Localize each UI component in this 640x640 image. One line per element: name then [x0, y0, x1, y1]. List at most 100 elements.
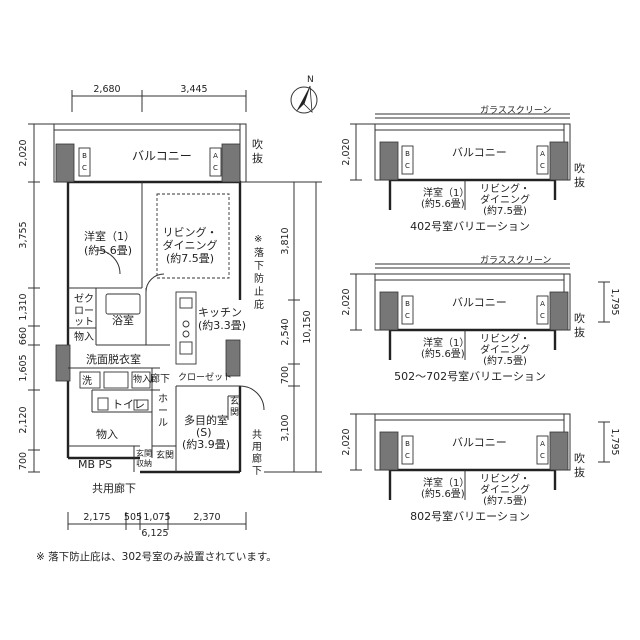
- balcony-label: バルコニー: [452, 146, 507, 159]
- storage1-label: 物入: [74, 330, 94, 343]
- variation-title: 502〜702号室バリエーション: [394, 369, 546, 383]
- left-dim-1: 2,020: [18, 139, 29, 166]
- living-name1: リビング・: [480, 472, 530, 485]
- variation-dim-1: 2,020: [341, 138, 352, 165]
- variation-plan-2: ガラススクリーンBCACバルコニー洋室（1）(約5.6畳)リビング・ダイニング(…: [341, 255, 620, 383]
- variation-dim-2: 1,795: [609, 428, 620, 455]
- western1-size: (約5.6畳): [421, 487, 465, 500]
- footnote: ※ 落下防止庇は、302号室のみ設置されています。: [36, 550, 277, 563]
- living-name1: リビング・: [480, 332, 530, 345]
- bottom-dim-3: 1,075: [143, 512, 170, 523]
- variations: ガラススクリーンBCACバルコニー洋室（1）(約5.6畳)リビング・ダイニング(…: [341, 105, 620, 523]
- marker-c2: C: [213, 164, 218, 172]
- marker-c: C: [405, 162, 410, 170]
- right-dim-4: 3,100: [280, 414, 291, 441]
- storage3-label: 物入: [96, 427, 118, 441]
- western1-name: 洋室（1）: [423, 476, 469, 489]
- marker-c: C: [405, 312, 410, 320]
- washroom-label: 洗面脱衣室: [86, 352, 141, 366]
- right-dim-3: 700: [280, 366, 291, 384]
- variation-title: 802号室バリエーション: [410, 509, 530, 523]
- living-size: (約7.5畳): [166, 251, 214, 265]
- closet-1: ゼク: [74, 293, 94, 305]
- western1-size: (約5.6畳): [421, 197, 465, 210]
- variation-dim-1: 2,020: [341, 428, 352, 455]
- marker-c2: C: [540, 162, 545, 170]
- bottom-dim-2: 505: [124, 512, 142, 523]
- kitchen-name: キッチン: [198, 306, 242, 319]
- variation-dim-2: 1,795: [609, 288, 620, 315]
- living-name2: ダイニング: [480, 193, 530, 206]
- marker-c: C: [82, 164, 87, 172]
- left-dim-6: 2,120: [18, 406, 29, 433]
- variation-plan-1: ガラススクリーンBCACバルコニー洋室（1）(約5.6畳)リビング・ダイニング(…: [341, 105, 585, 233]
- bottom-dim-4: 2,370: [193, 512, 220, 523]
- glass-screen-label: ガラススクリーン: [480, 105, 551, 116]
- fukinuke-label: 吹 抜: [252, 138, 267, 165]
- balcony-label: バルコニー: [452, 296, 507, 309]
- living-size: (約7.5畳): [483, 494, 527, 507]
- left-dim-7: 700: [18, 452, 29, 470]
- left-dim-4: 660: [18, 327, 29, 345]
- north-label: N: [307, 75, 314, 85]
- bath-label: 浴室: [112, 313, 134, 327]
- living-name2: ダイニング: [163, 238, 218, 252]
- right-dim-total: 10,150: [302, 310, 313, 343]
- marker-b: B: [82, 152, 87, 160]
- fukinuke-1: 吹: [252, 138, 263, 151]
- fukinuke-2: 抜: [252, 151, 263, 165]
- marker-b: B: [405, 150, 410, 158]
- multi-size: (約3.9畳): [182, 437, 230, 451]
- western1-size: (約5.6畳): [84, 243, 132, 257]
- left-dim-2: 3,755: [18, 221, 29, 248]
- top-dim-1: 2,680: [93, 84, 120, 95]
- living-size: (約7.5畳): [483, 354, 527, 367]
- rakka-note: ※ 落 下 防 止 庇: [254, 234, 267, 311]
- variation-plan-3: BCACバルコニー洋室（1）(約5.6畳)リビング・ダイニング(約7.5畳)吹抜…: [341, 413, 620, 523]
- marker-c2: C: [540, 312, 545, 320]
- genkan-storage2: 収納: [136, 458, 152, 468]
- living-name1: リビング・: [480, 182, 530, 195]
- toilet-label: トイレ: [112, 398, 145, 411]
- genkan-label: 玄 関: [230, 395, 242, 418]
- right-dim-1: 3,810: [280, 227, 291, 254]
- western1-name: 洋室（1）: [84, 229, 135, 243]
- glass-screen-label: ガラススクリーン: [480, 255, 551, 266]
- closet2-label: クローゼット: [178, 371, 232, 383]
- multi-s: (S): [196, 426, 212, 439]
- left-dim-3: 1,310: [18, 293, 29, 320]
- common-corridor: 共用廊下: [92, 481, 136, 495]
- marker-b: B: [405, 440, 410, 448]
- variation-title: 402号室バリエーション: [410, 219, 530, 233]
- closet-2: ロー: [74, 306, 94, 317]
- western1-size: (約5.6畳): [421, 347, 465, 360]
- right-dim-2: 2,540: [280, 318, 291, 345]
- top-dim-2: 3,445: [180, 84, 207, 95]
- main-plan: 2,680 3,445 B C A C: [18, 84, 322, 539]
- western1-name: 洋室（1）: [423, 336, 469, 349]
- hall-label: ホ ー ル: [158, 393, 171, 429]
- north-arrow-icon: N: [290, 75, 318, 114]
- marker-c2: C: [540, 452, 545, 460]
- marker-c: C: [405, 452, 410, 460]
- fukinuke-label: 吹抜: [574, 312, 585, 339]
- variation-dim-1: 2,020: [341, 288, 352, 315]
- multi-name: 多目的室: [184, 413, 228, 427]
- kitchen-size: (約3.3畳): [198, 318, 246, 332]
- balcony-label: バルコニー: [132, 149, 192, 163]
- genkan2-label: 玄関: [156, 449, 174, 461]
- marker-b: B: [405, 300, 410, 308]
- marker-a: A: [540, 440, 545, 448]
- balcony-label: バルコニー: [452, 436, 507, 449]
- bottom-dim-total: 6,125: [141, 528, 168, 539]
- mbps-label: MB PS: [78, 458, 112, 471]
- marker-a: A: [540, 300, 545, 308]
- wash-label: 洗: [82, 375, 92, 387]
- marker-a: A: [213, 152, 218, 160]
- fukinuke-label: 吹抜: [574, 162, 585, 189]
- bottom-dim-1: 2,175: [83, 512, 110, 523]
- hallway-label: 廊下: [150, 372, 170, 385]
- genkan-storage1: 玄関: [136, 448, 152, 458]
- closet-3: ット: [74, 317, 94, 328]
